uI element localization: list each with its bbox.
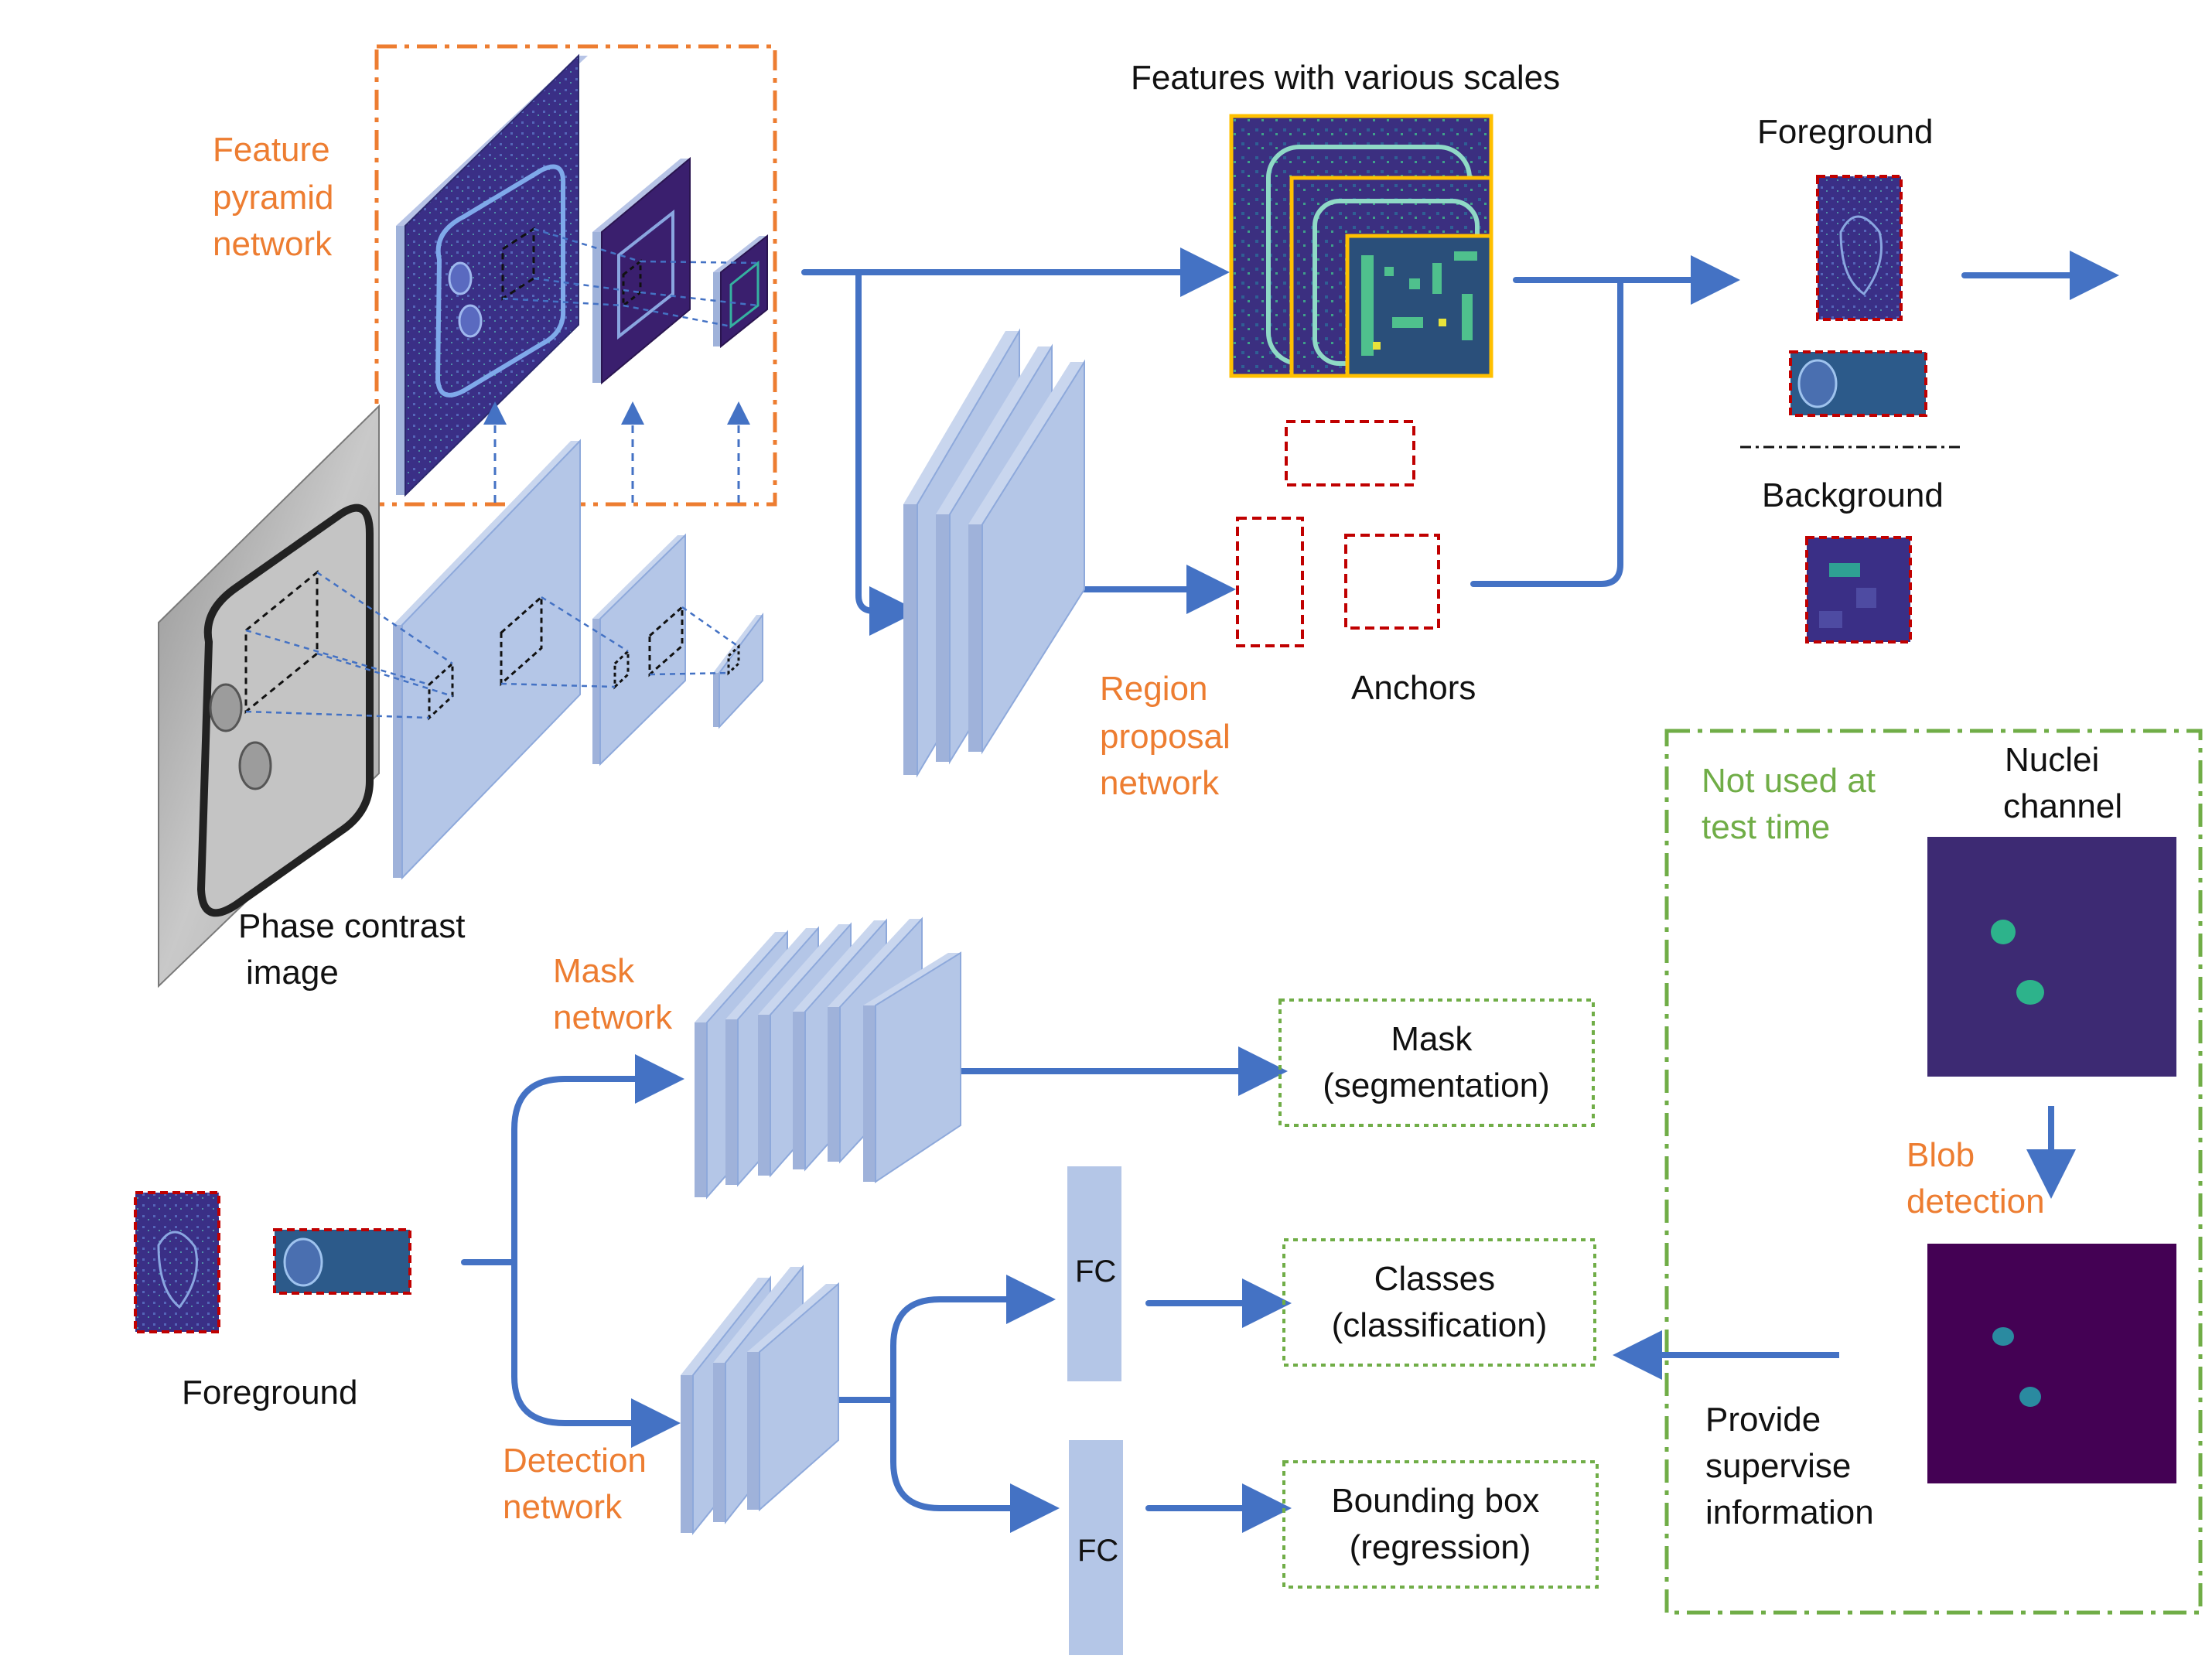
output-mask-box (1278, 998, 1595, 1127)
not-used-dashed-boundary (1664, 729, 2203, 1615)
arrow-right-icon (890, 1397, 1060, 1533)
output-bbox-line2: (regression) (1350, 1528, 1531, 1566)
supervise-line3: information (1705, 1493, 1874, 1531)
output-classes-label: Classes (classification) (1332, 1260, 1548, 1344)
anchor-square (1344, 534, 1440, 630)
output-mask-line1: Mask (1391, 1020, 1473, 1058)
arrow-right-icon (855, 269, 919, 636)
backbone-cnn (245, 439, 763, 880)
features-various-scales: Features with various scales (1131, 59, 1560, 378)
region-proposal-network: Region proposal network (903, 328, 1240, 802)
test-time-excluded-module: Not used at test time Nuclei channel Blo… (1664, 729, 2203, 1615)
output-classes-line1: Classes (1374, 1260, 1496, 1298)
supervise-label: Provide supervise information (1705, 1401, 1874, 1531)
not-used-label: Not used at test time (1702, 762, 1885, 846)
fpn-feature-map-large (396, 53, 588, 497)
anchor-wide (1285, 420, 1415, 486)
fc-top-label: FC (1075, 1254, 1116, 1289)
fpn-feature-map-medium (592, 156, 691, 385)
backbone-layer-2 (592, 533, 686, 766)
output-classes-line2: (classification) (1332, 1306, 1548, 1344)
fpn-label: Feature pyramid network (213, 131, 343, 263)
blob-detection-label: Blob detection (1906, 1136, 2045, 1220)
nuclei-channel-line2: channel (2003, 787, 2122, 825)
rpn-label-line1: Region (1100, 670, 1207, 708)
backbone-box-b (648, 604, 684, 678)
background-label: Background (1762, 476, 1944, 514)
mask-network-line2: network (553, 998, 673, 1036)
not-used-label-line1: Not used at (1702, 762, 1876, 800)
fpn-label-line1: Feature (213, 131, 330, 169)
backbone-layer-1 (393, 439, 581, 880)
phase-contrast-label-line1: Phase contrast (238, 907, 466, 945)
phase-contrast-image: Phase contrast image (158, 404, 475, 992)
foreground-background-samples: Foreground Background (1740, 113, 1961, 643)
nuclei-channel-image (1927, 837, 2176, 1077)
output-bbox-label: Bounding box (regression) (1331, 1482, 1548, 1566)
supervise-line2: supervise (1705, 1447, 1851, 1485)
arrow-right-icon (511, 1259, 681, 1448)
output-classes-box (1282, 1238, 1596, 1367)
detection-layer-3 (747, 1282, 839, 1512)
fpn-projection-lines (502, 227, 759, 328)
mask-network: Mask network (553, 917, 961, 1200)
bottom-flow-arrows (461, 1046, 1292, 1533)
detection-network: Detection network (503, 1265, 839, 1535)
fpn-label-line2: pyramid (213, 179, 334, 217)
backbone-projection-lines (245, 571, 739, 719)
fpn-label-line3: network (213, 225, 333, 263)
blob-detection-image (1927, 1244, 2176, 1483)
foreground-top-label: Foreground (1757, 113, 1933, 151)
anchors-label: Anchors (1351, 669, 1476, 707)
output-bbox: Bounding box (regression) (1282, 1460, 1599, 1589)
output-classes: Classes (classification) (1282, 1238, 1596, 1367)
mask-network-line1: Mask (553, 952, 635, 990)
top-flow-arrows (801, 247, 2119, 636)
foreground-input: Foreground (134, 1191, 411, 1412)
not-used-label-line2: test time (1702, 808, 1830, 846)
rpn-label-line3: network (1100, 764, 1220, 802)
output-bbox-box (1282, 1460, 1599, 1589)
foreground-input-tall (134, 1191, 220, 1333)
arrow-right-icon (511, 1054, 684, 1265)
arrow-right-icon (890, 1275, 1056, 1403)
rpn-layer-3 (968, 359, 1085, 755)
fpn-feature-map-small (713, 234, 768, 349)
blob-detection-line2: detection (1906, 1183, 2045, 1220)
mask-network-label: Mask network (553, 952, 673, 1036)
blob-detection-line1: Blob (1906, 1136, 1975, 1174)
rpn-label-line2: proposal (1100, 718, 1231, 756)
output-mask: Mask (segmentation) (1278, 998, 1595, 1127)
backbone-layer-3 (713, 612, 763, 729)
fc-layer-bottom (1069, 1440, 1123, 1655)
output-bbox-line1: Bounding box (1331, 1482, 1539, 1520)
anchor-tall (1236, 517, 1304, 647)
detection-network-line1: Detection (503, 1442, 647, 1480)
fc-layer-top (1067, 1166, 1121, 1381)
features-various-scales-label: Features with various scales (1131, 59, 1560, 97)
phase-contrast-label: Phase contrast image (238, 907, 475, 992)
output-mask-line2: (segmentation) (1323, 1067, 1549, 1104)
detection-network-label: Detection network (503, 1442, 656, 1526)
anchors: Anchors (1236, 420, 1476, 707)
supervise-line1: Provide (1705, 1401, 1821, 1439)
nuclei-channel-label: Nuclei channel (2003, 741, 2122, 825)
feature-pyramid-network: Feature pyramid network (213, 44, 777, 507)
fc-layers: FC FC (1067, 1166, 1123, 1655)
detection-network-line2: network (503, 1488, 623, 1526)
foreground-bottom-label: Foreground (182, 1374, 357, 1412)
nuclei-channel-line1: Nuclei (2005, 741, 2099, 779)
foreground-sample-tall (1816, 175, 1903, 321)
rpn-label: Region proposal network (1100, 670, 1240, 802)
arrow-right-icon (1470, 279, 1623, 587)
fc-bottom-label: FC (1077, 1534, 1118, 1568)
phase-contrast-label-line2: image (246, 954, 339, 992)
fpn-lateral-arrows (483, 401, 750, 503)
output-mask-label: Mask (segmentation) (1323, 1020, 1549, 1104)
backbone-box-a (500, 594, 543, 687)
mask-layer-6 (863, 951, 961, 1183)
